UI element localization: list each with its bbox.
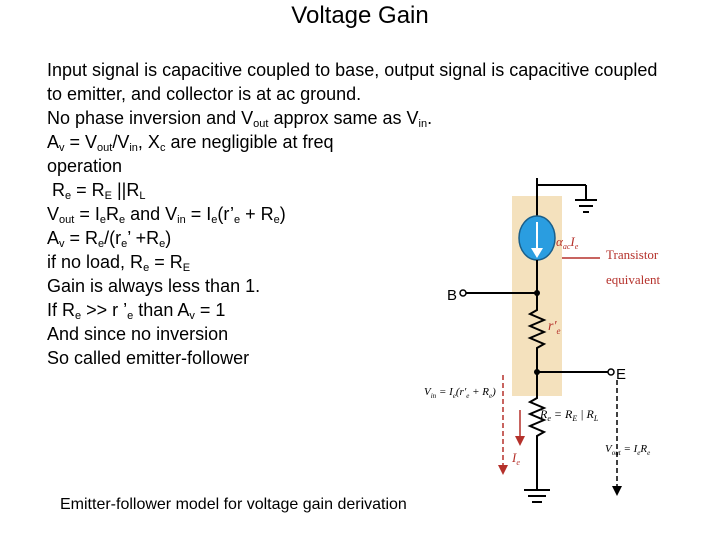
re-prime-label: r′e — [548, 319, 561, 336]
base-terminal — [459, 289, 467, 297]
re-prime-resistor — [527, 293, 547, 372]
text-line-3: Av = Vout/Vin, Xc are negligible at freq — [47, 132, 334, 154]
vin-equation: Vin = Ie(r′e + Re) — [424, 386, 496, 400]
text-line-5: Re = RE ||RL — [47, 180, 146, 202]
text-line-1: Input signal is capacitive coupled to ba… — [47, 60, 658, 104]
emitter-ground-symbol — [524, 489, 550, 503]
text-line-2: No phase inversion and Vout approx same … — [47, 108, 433, 130]
vin-arrow-head — [498, 465, 508, 475]
text-line-9: Gain is always less than 1. — [47, 276, 261, 296]
text-line-7: Av = Re/(re’ +Re) — [47, 228, 172, 250]
ie-label: Ie — [511, 450, 520, 467]
re-equation: Re = RE | RL — [539, 407, 599, 423]
slide-title: Voltage Gain — [291, 2, 429, 29]
source-current-label: αacIe — [556, 234, 579, 251]
text-line-12: So called emitter-follower — [47, 348, 250, 368]
text-line-4: operation — [47, 156, 123, 176]
text-line-6: Vout = IeRe and Vin = Ie(r’e + Re) — [47, 204, 286, 226]
re-resistor — [527, 372, 547, 490]
transistor-label-2: equivalent — [606, 272, 661, 287]
text-line-10: If Re >> r ’e than Av = 1 — [47, 300, 226, 322]
text-line-8: if no load, Re = RE — [47, 252, 191, 274]
emitter-terminal-label: E — [616, 366, 626, 383]
text-line-11: And since no inversion — [47, 324, 229, 344]
transistor-label-1: Transistor — [606, 247, 659, 262]
emitter-terminal — [607, 368, 615, 376]
vout-arrow-head — [612, 486, 622, 496]
collector-ground-symbol — [536, 178, 597, 213]
base-terminal-label: B — [447, 287, 457, 304]
figure-caption: Emitter-follower model for voltage gain … — [60, 496, 407, 513]
ie-arrow-head — [515, 436, 525, 446]
body-text: Input signal is capacitive coupled to ba… — [47, 58, 667, 370]
current-source-symbol — [518, 200, 556, 292]
vout-equation: Vout = IeRe — [605, 443, 650, 457]
